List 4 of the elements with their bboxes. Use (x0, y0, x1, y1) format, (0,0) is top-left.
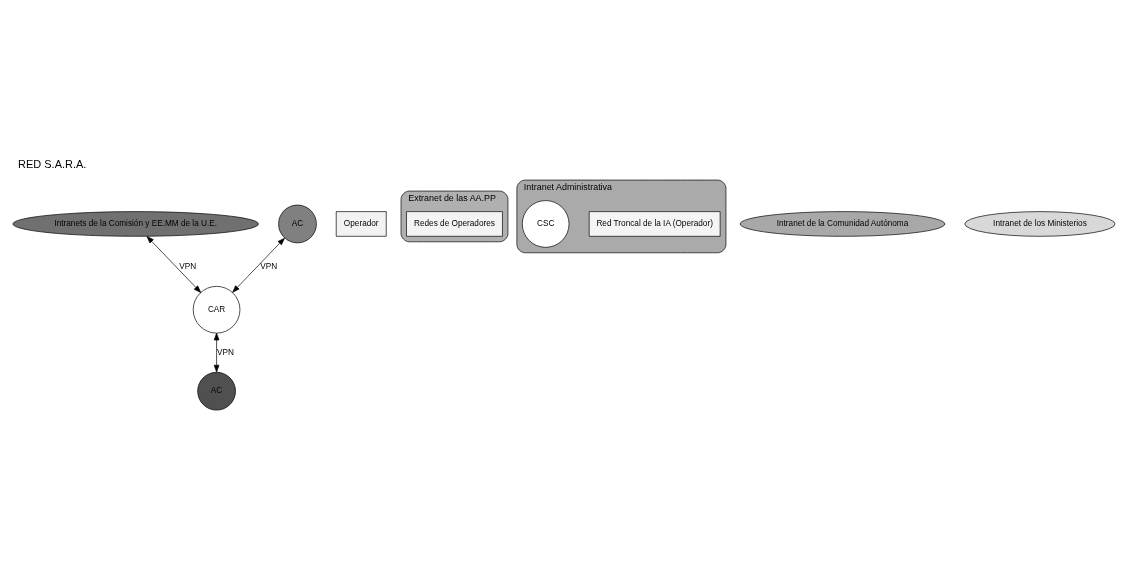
diagram-title: RED S.A.R.A. (18, 158, 87, 171)
arrow (213, 332, 220, 373)
arrow (146, 236, 202, 293)
arrow (232, 237, 285, 293)
